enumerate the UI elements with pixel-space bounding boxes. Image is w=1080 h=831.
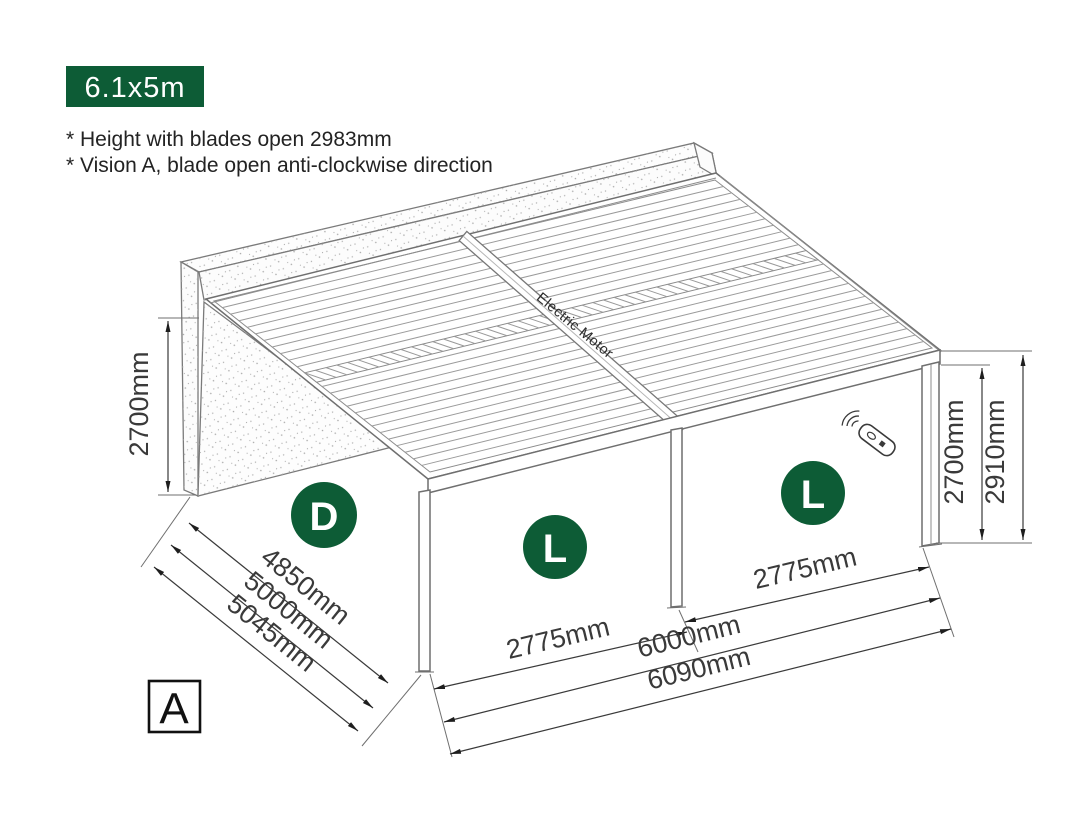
- dim-wall-height-label: 2700mm: [124, 351, 154, 456]
- zone-markers: D L L: [291, 461, 845, 579]
- dim-post-height-label: 2700mm: [939, 399, 969, 504]
- wall-end-face-texture: [181, 262, 198, 496]
- post-middle-base: [666, 606, 687, 609]
- post-left: [415, 489, 434, 673]
- view-marker: A: [147, 679, 202, 734]
- size-badge-bg: [66, 66, 204, 107]
- zone-front-right-circle: [781, 461, 845, 525]
- roof: Electric Motor: [204, 172, 942, 480]
- dim-total-height: 2910mm: [980, 355, 1026, 540]
- dim-bay-left-label: 2775mm: [503, 611, 612, 665]
- dim-wall-height: 2700mm: [124, 321, 171, 492]
- roof-right-edge-line: [719, 175, 942, 353]
- notes: * Height with blades open 2983mm * Visio…: [66, 128, 493, 177]
- zone-front-right-label: L: [801, 473, 825, 517]
- wall: [179, 141, 718, 497]
- wall-beam-top-texture: [181, 143, 712, 272]
- wall-beam-front-texture: [199, 153, 717, 300]
- wall-face-texture: [198, 302, 396, 496]
- note-line-1: * Height with blades open 2983mm: [66, 128, 392, 151]
- zone-front-left-label: L: [543, 527, 567, 571]
- frame: [415, 349, 943, 673]
- front-fascia: [427, 349, 941, 494]
- size-badge: 6.1x5m: [66, 66, 204, 107]
- dim-post-height: 2700mm: [939, 368, 985, 540]
- size-badge-label: 6.1x5m: [84, 72, 185, 104]
- zone-front-left-circle: [523, 515, 587, 579]
- remote-control-icon: [841, 410, 896, 457]
- note-line-2: * Vision A, blade open anti-clockwise di…: [66, 154, 493, 177]
- signal-waves-icon: [841, 410, 860, 427]
- post-middle: [666, 427, 687, 609]
- dim-total-height-label: 2910mm: [980, 399, 1010, 504]
- post-right-base: [918, 543, 943, 548]
- roof-inner-frame: [212, 179, 934, 473]
- post-right: [918, 361, 943, 548]
- dim-bay-right-label: 2775mm: [750, 541, 859, 595]
- view-marker-label: A: [159, 685, 189, 734]
- view-marker-box: [147, 679, 202, 734]
- zone-side-label: D: [310, 495, 339, 539]
